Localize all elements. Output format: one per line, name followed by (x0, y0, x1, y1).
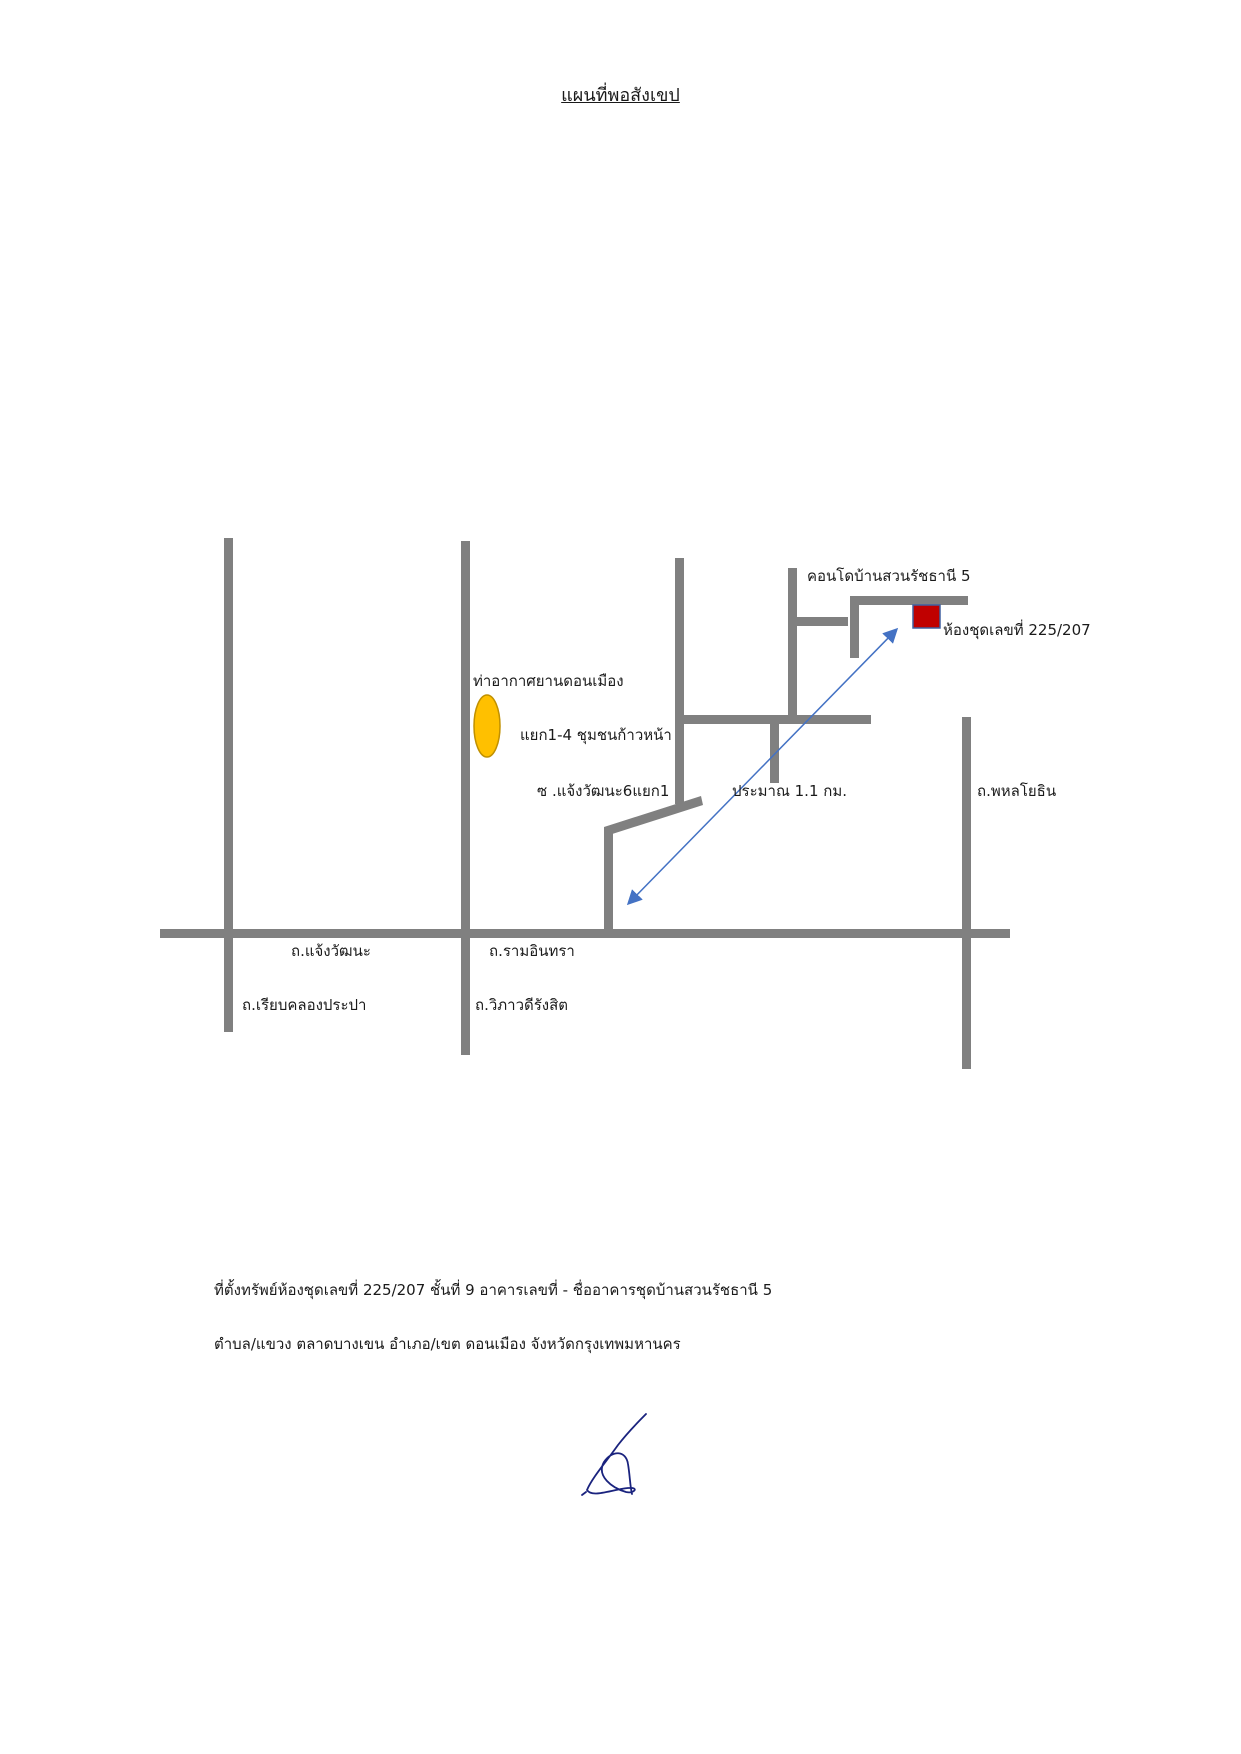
main-horizontal-road (160, 929, 1010, 938)
soi-vertical-main (675, 558, 684, 804)
label-yaek-community: แยก1-4 ชุมชนก้าวหน้า (520, 726, 672, 745)
vertical-road-left (224, 538, 233, 1032)
vertical-road-vibhavadi (461, 541, 470, 1055)
label-condo: คอนโดบ้านสวนรัชธานี 5 (807, 567, 971, 585)
soi-segment-vertical-short (604, 827, 613, 933)
label-riab-khlong-prapa: ถ.เรียบคลองประปา (242, 996, 366, 1014)
label-airport: ท่าอากาศยานดอนเมือง (473, 672, 624, 690)
label-distance: ประมาณ 1.1 กม. (732, 782, 847, 800)
address-line-2: ตำบล/แขวง ตลาดบางเขน อำเภอ/เขต ดอนเมือง … (214, 1335, 681, 1353)
vertical-road-phahonyothin (962, 717, 971, 1069)
airport-marker (473, 694, 501, 758)
label-phahonyothin: ถ.พหลโยธิน (977, 782, 1056, 800)
label-unit: ห้องชุดเลขที่ 225/207 (943, 619, 1091, 640)
condo-road-top (850, 596, 968, 605)
label-soi-chaengwattana: ซ .แจ้งวัฒนะ6แยก1 (537, 782, 669, 800)
distance-arrow (626, 627, 899, 906)
address-line-1: ที่ตั้งทรัพย์ห้องชุดเลขที่ 225/207 ชั้นท… (214, 1281, 773, 1299)
label-ramintra-road: ถ.รามอินทรา (489, 942, 575, 960)
soi-segment-diagonal (604, 796, 703, 836)
condo-road-vertical (788, 568, 797, 724)
unit-marker (912, 604, 941, 629)
soi-branch-down (770, 715, 779, 783)
page-title: แผนที่พอสังเขป (561, 85, 680, 106)
condo-road-stub (850, 596, 859, 658)
label-vibhavadi-road: ถ.วิภาวดีรังสิต (475, 996, 568, 1014)
condo-road-horizontal (788, 617, 848, 626)
label-chaengwattana-road: ถ.แจ้งวัฒนะ (291, 942, 371, 960)
